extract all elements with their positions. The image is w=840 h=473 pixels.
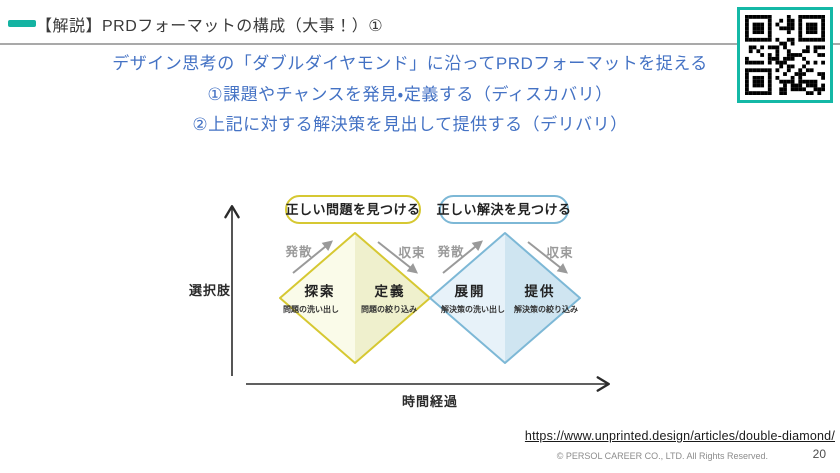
solution-diamond-left-half bbox=[430, 233, 505, 363]
phase-explore-sub: 問題の洗い出し bbox=[283, 304, 339, 314]
intro-line-3: ②上記に対する解決策を見出して提供する（デリバリ） bbox=[192, 115, 628, 134]
phase-develop-sub: 解決策の洗い出し bbox=[440, 304, 505, 314]
intro-line-1: デザイン思考の「ダブルダイヤモンド」に沿ってPRDフォーマットを捉える bbox=[112, 54, 708, 73]
phase-develop-label: 展開 bbox=[455, 284, 486, 299]
converge-left-arrow bbox=[377, 241, 419, 274]
qr-pattern bbox=[745, 15, 825, 95]
phase-explore-label: 探索 bbox=[305, 283, 336, 299]
diverge-right-arrow bbox=[442, 240, 484, 274]
solution-diamond: 展開 提供 解決策の洗い出し 解決策の絞り込み bbox=[429, 232, 581, 364]
pill-labels: 正しい問題を見つける 正しい解決を見つける bbox=[285, 195, 571, 224]
source-url-link[interactable]: https://www.unprinted.design/articles/do… bbox=[524, 429, 835, 443]
flow-arrows: 発散 収束 発散 収束 bbox=[284, 240, 573, 274]
converge-right-arrow bbox=[527, 241, 569, 274]
copyright-text: © PERSOL CAREER CO., LTD. All Rights Res… bbox=[556, 451, 768, 461]
find-right-solution-label: 正しい解決を見つける bbox=[436, 202, 571, 217]
phase-deliver-label: 提供 bbox=[525, 283, 556, 299]
page-title: 【解説】PRDフォーマットの構成（大事！）① bbox=[36, 18, 384, 35]
qr-code bbox=[737, 7, 833, 103]
problem-diamond-right-half bbox=[355, 233, 430, 363]
problem-diamond-left-half bbox=[280, 233, 355, 363]
find-right-problem-pill bbox=[285, 195, 421, 224]
y-axis-label: 選択肢 bbox=[189, 283, 231, 298]
diverge-left-arrow bbox=[292, 240, 334, 274]
converge-left-label: 収束 bbox=[398, 245, 425, 260]
title-accent-dash bbox=[8, 20, 36, 27]
page-number: 20 bbox=[812, 447, 826, 461]
double-diamond-diagram: 選択肢 時間経過 探索 定義 問題の洗い出し 問題の絞り込み 展開 提供 解決策… bbox=[180, 185, 650, 415]
phase-define-sub: 問題の絞り込み bbox=[361, 304, 417, 314]
phase-define-label: 定義 bbox=[375, 283, 406, 299]
converge-right-label: 収束 bbox=[546, 245, 573, 260]
intro-line-2: ①課題やチャンスを発見・定義する（ディスカバリ） bbox=[207, 84, 613, 104]
x-axis-label: 時間経過 bbox=[402, 394, 458, 409]
header-divider bbox=[0, 43, 840, 45]
intro-text: デザイン思考の「ダブルダイヤモンド」に沿ってPRDフォーマットを捉える ①課題や… bbox=[0, 49, 820, 141]
diverge-right-label: 発散 bbox=[436, 244, 464, 259]
diagram-canvas: 選択肢 時間経過 探索 定義 問題の洗い出し 問題の絞り込み 展開 提供 解決策… bbox=[189, 195, 610, 409]
solution-diamond-border bbox=[429, 232, 581, 364]
qr-code-image bbox=[745, 15, 825, 95]
find-right-solution-pill bbox=[439, 195, 569, 224]
phase-deliver-sub: 解決策の絞り込み bbox=[513, 304, 578, 314]
find-right-problem-label: 正しい問題を見つける bbox=[285, 202, 420, 217]
diverge-left-label: 発散 bbox=[284, 244, 312, 259]
solution-diamond-right-half bbox=[505, 233, 580, 363]
